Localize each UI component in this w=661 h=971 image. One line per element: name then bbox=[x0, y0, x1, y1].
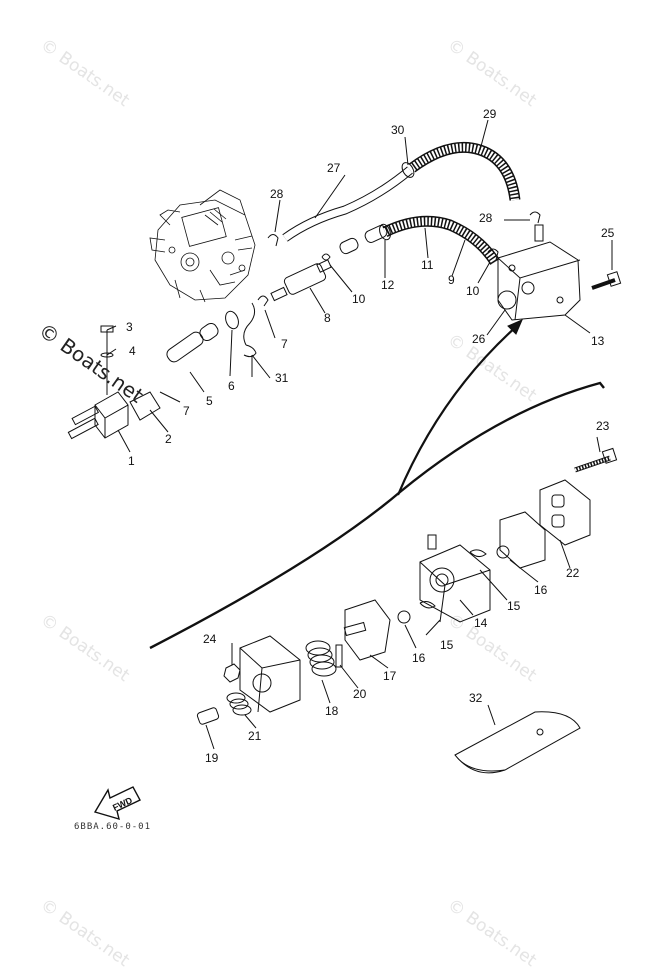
instruction-bag-32 bbox=[454, 711, 581, 774]
callout-3: 3 bbox=[126, 320, 133, 334]
callout-4: 4 bbox=[129, 344, 136, 358]
callout-5: 5 bbox=[206, 394, 213, 408]
callout-9: 9 bbox=[448, 273, 455, 287]
callout-19: 19 bbox=[205, 751, 219, 765]
callout-28: 28 bbox=[479, 211, 493, 225]
callout-2: 2 bbox=[165, 432, 172, 446]
clip-31 bbox=[243, 302, 257, 358]
callout-7: 7 bbox=[183, 404, 190, 418]
callout-13: 13 bbox=[591, 334, 605, 348]
callout-12: 12 bbox=[381, 278, 395, 292]
gasket-2 bbox=[129, 391, 161, 421]
callout-7: 7 bbox=[281, 337, 288, 351]
callout-26: 26 bbox=[472, 332, 486, 346]
pump-body-14 bbox=[419, 534, 491, 623]
callout-18: 18 bbox=[325, 704, 339, 718]
callout-21: 21 bbox=[248, 729, 262, 743]
spring-18 bbox=[305, 640, 337, 677]
clamp-30 bbox=[401, 162, 415, 178]
clamp-6 bbox=[225, 310, 239, 330]
assembly-curve bbox=[149, 381, 605, 650]
fuel-joint-1 bbox=[67, 391, 129, 440]
callout-15: 15 bbox=[507, 599, 521, 613]
callout-22: 22 bbox=[566, 566, 580, 580]
pump-housing bbox=[239, 635, 301, 713]
callout-17: 17 bbox=[383, 669, 397, 683]
spring-21 bbox=[226, 692, 252, 716]
plate-17 bbox=[343, 599, 391, 661]
drawing-code: 6BBA.60-0-01 bbox=[74, 822, 152, 832]
callout-8: 8 bbox=[324, 311, 331, 325]
callout-25: 25 bbox=[601, 226, 615, 240]
callout-32: 32 bbox=[469, 691, 483, 705]
callout-1: 1 bbox=[128, 454, 135, 468]
nut-24 bbox=[223, 663, 241, 683]
pump-cover-22 bbox=[539, 479, 591, 546]
assembly-arrowhead bbox=[507, 319, 523, 335]
callout-24: 24 bbox=[203, 632, 217, 646]
callout-16: 16 bbox=[412, 651, 426, 665]
fuel-pump-13 bbox=[497, 224, 581, 321]
callout-15: 15 bbox=[440, 638, 454, 652]
fuel-filter-8 bbox=[270, 259, 332, 302]
hose-5 bbox=[166, 331, 204, 363]
carburetor bbox=[149, 189, 256, 303]
callout-10: 10 bbox=[466, 284, 480, 298]
valve-16 bbox=[496, 545, 510, 559]
callout-29: 29 bbox=[483, 107, 497, 121]
callout-11: 11 bbox=[421, 258, 434, 272]
callout-23: 23 bbox=[596, 419, 610, 433]
callout-20: 20 bbox=[353, 687, 367, 701]
plunger-19 bbox=[196, 707, 220, 725]
fwd-arrow-icon: FWD bbox=[93, 786, 141, 821]
hose-29 bbox=[408, 141, 521, 201]
callout-27: 27 bbox=[327, 161, 341, 175]
clamp-12 bbox=[379, 223, 391, 241]
fuel-pump-parts-diagram: 3 4 1 2 7 5 6 31 7 8 10 12 11 9 10 26 13… bbox=[67, 107, 622, 821]
callout-28: 28 bbox=[270, 187, 284, 201]
hose-9 bbox=[364, 225, 388, 243]
o-ring-26 bbox=[497, 290, 517, 310]
callout-6: 6 bbox=[228, 379, 235, 393]
callout-14: 14 bbox=[474, 616, 488, 630]
callout-10: 10 bbox=[352, 292, 366, 306]
callout-31: 31 bbox=[275, 371, 289, 385]
callout-30: 30 bbox=[391, 123, 405, 137]
pin-20 bbox=[335, 644, 343, 668]
callout-16: 16 bbox=[534, 583, 548, 597]
assembly-arrow-line bbox=[396, 324, 519, 496]
